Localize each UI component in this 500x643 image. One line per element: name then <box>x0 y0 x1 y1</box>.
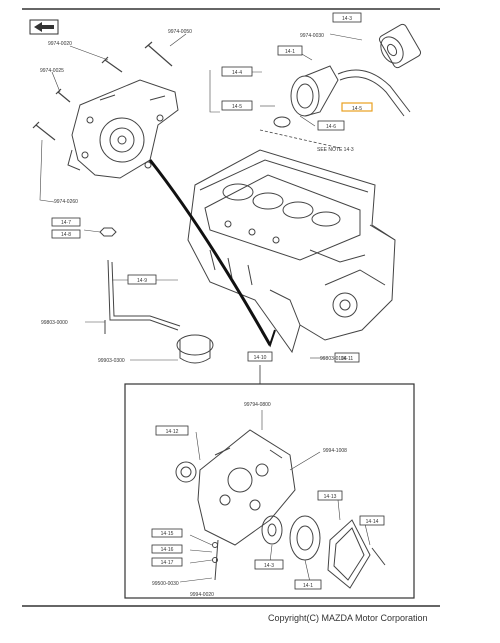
oil-cooler <box>273 65 411 128</box>
label-14-11[interactable]: 14·11 <box>334 352 360 363</box>
label-text: 14·3 <box>342 16 352 22</box>
label-text: 14·11 <box>341 356 354 362</box>
code-99903-0300: 99903-0300 <box>98 358 125 364</box>
upper-bolts <box>32 41 173 141</box>
code-9974-0050: 9974-0050 <box>168 29 192 35</box>
front-arrow-icon <box>29 19 59 35</box>
copyright-notice: Copyright(C) MAZDA Motor Corporation <box>268 613 428 623</box>
code-99803-0106: 99803-0106 <box>320 356 347 362</box>
label-text: 14·3 <box>264 563 274 569</box>
label-text: 14·15 <box>161 531 174 537</box>
code-99500-0030: 99500-0030 <box>152 581 179 587</box>
code-9974-0030: 9974-0030 <box>300 33 324 39</box>
label-text: 14·9 <box>137 278 147 284</box>
oil-return-line <box>148 159 272 346</box>
pump-rotors <box>261 515 386 589</box>
code-9974-0025: 9974-0025 <box>40 68 64 74</box>
code-99803-0000: 99803-0000 <box>41 320 68 326</box>
code-9994-0020: 9994-0020 <box>190 592 214 598</box>
label-14-1-lower[interactable]: 14·1 <box>294 579 322 590</box>
label-text: 14·14 <box>366 519 379 525</box>
detail-box <box>124 383 415 599</box>
label-text: 14·13 <box>324 494 337 500</box>
label-14-3[interactable]: 14·3 <box>332 12 362 23</box>
note-reference: SEE NOTE 14·3 <box>317 147 354 153</box>
label-text: 14·8 <box>61 232 71 238</box>
oil-strainer <box>99 227 214 364</box>
label-14-12[interactable]: 14·12 <box>155 425 189 436</box>
label-text: 14·7 <box>61 220 71 226</box>
label-14-10[interactable]: 14·10 <box>247 351 273 362</box>
label-text: 14·10 <box>254 355 267 361</box>
label-14-3-lower[interactable]: 14·3 <box>254 559 284 570</box>
label-14-9[interactable]: 14·9 <box>127 274 157 285</box>
label-14-1[interactable]: 14·1 <box>277 45 303 56</box>
label-14-15[interactable]: 14·15 <box>151 528 183 538</box>
code-9974-0260: 9974-0260 <box>54 199 78 205</box>
label-text: 14·1 <box>303 583 313 589</box>
label-14-5[interactable]: 14·5 <box>221 100 253 111</box>
note-line <box>259 129 341 149</box>
engine-block <box>187 149 396 354</box>
label-text: 14·6 <box>326 124 336 130</box>
label-14-6[interactable]: 14·6 <box>317 120 345 131</box>
label-text: 14·4 <box>232 70 242 76</box>
label-14-13[interactable]: 14·13 <box>317 490 343 501</box>
highlight-label-text: 14·5 <box>352 106 362 112</box>
oil-filter <box>378 23 422 69</box>
label-14-16[interactable]: 14·16 <box>151 544 183 554</box>
label-14-7[interactable]: 14·7 <box>51 217 81 227</box>
label-14-8[interactable]: 14·8 <box>51 229 81 239</box>
label-14-14[interactable]: 14·14 <box>359 515 385 526</box>
label-text: 14·16 <box>161 547 174 553</box>
oil-pump-upper <box>67 79 179 179</box>
label-14-17[interactable]: 14·17 <box>151 557 183 567</box>
code-9974-0020: 9974-0020 <box>48 41 72 47</box>
label-text: 14·12 <box>166 429 179 435</box>
label-text: 14·5 <box>232 104 242 110</box>
label-text: 14·1 <box>285 49 295 55</box>
code-9994-1008: 9994-1008 <box>323 448 347 454</box>
code-99794-0800: 99794-0800 <box>244 402 271 408</box>
highlight-box <box>341 102 373 112</box>
label-text: 14·17 <box>161 560 174 566</box>
oil-pump-housing <box>175 429 296 581</box>
label-14-4[interactable]: 14·4 <box>221 66 253 77</box>
